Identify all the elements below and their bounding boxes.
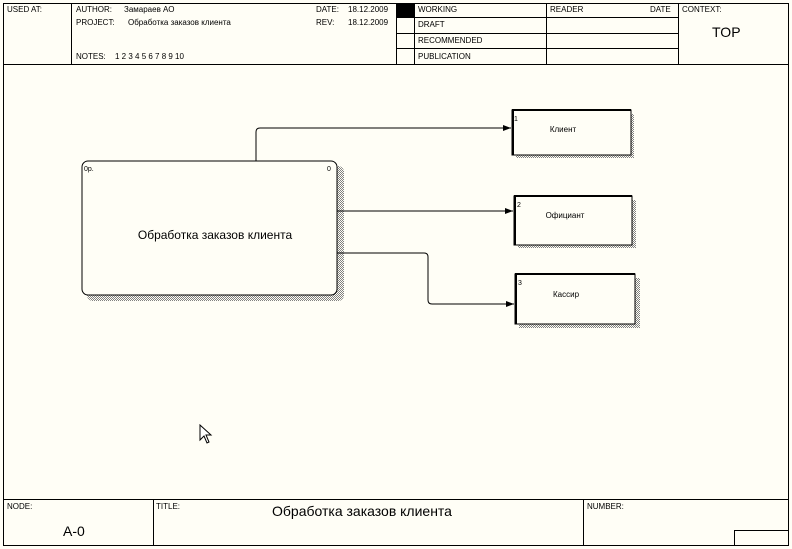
entity-box-2[interactable] [513,195,636,248]
reader-date-label: DATE [650,5,671,14]
rev-value: 18.12.2009 [348,18,389,27]
entity-2-label: Официант [546,211,585,220]
node-value: A-0 [63,523,85,539]
status-recommended[interactable]: RECOMMENDED [418,36,483,45]
footer-col-2 [583,499,584,546]
header-col-2 [396,3,397,65]
node-label: NODE: [7,502,33,511]
header-col-5 [678,3,679,65]
arrow-to-entity-3 [337,252,514,307]
project-value: Обработка заказов клиента [128,18,231,27]
status-row-line-2 [396,33,678,34]
entity-2-number: 2 [517,202,521,209]
status-publication[interactable]: PUBLICATION [418,52,471,61]
footer-divider [3,499,789,500]
status-working-marker [397,4,414,17]
date-value: 18.12.2009 [348,5,389,14]
entity-box-1[interactable] [511,109,634,158]
frame-bottom [3,545,789,546]
diagram-title: Обработка заказов клиента [272,503,452,519]
rev-label: REV: [316,18,335,27]
arrow-to-entity-1 [255,125,511,161]
status-draft[interactable]: DRAFT [418,20,445,29]
header-col-4 [546,3,547,65]
date-label: DATE: [316,5,339,14]
main-box-number: 0 [327,166,331,173]
author-label: AUTHOR: [76,5,112,14]
title-label: TITLE: [156,502,181,511]
main-box-cost: 0р. [84,166,94,173]
entity-3-number: 3 [518,280,522,287]
reader-label: READER [550,5,584,14]
author-value: Замараев АО [124,5,175,14]
footer-small-box-left [734,530,735,546]
footer-col-1 [153,499,154,546]
footer-small-box-top [734,530,789,531]
status-working[interactable]: WORKING [418,5,458,14]
frame-right [788,3,789,546]
notes-label: NOTES: [76,52,106,61]
notes-values: 1 2 3 4 5 6 7 8 9 10 [115,52,184,61]
header-col-3 [414,3,415,65]
mouse-cursor-icon [199,424,213,444]
entity-box-3[interactable] [514,273,640,328]
frame-left [3,3,4,546]
entity-1-label: Клиент [550,125,577,134]
entity-3-label: Кассир [553,290,580,299]
project-label: PROJECT: [76,18,115,27]
main-box-label: Обработка заказов клиента [138,228,293,242]
number-label: NUMBER: [587,502,624,511]
context-value: TOP [712,24,741,40]
status-row-line-1 [396,17,678,18]
status-row-line-3 [396,48,678,49]
header-col-1 [71,3,72,65]
main-activity-box[interactable] [81,160,344,301]
context-label: CONTEXT: [682,5,722,14]
used-at-label: USED AT: [7,5,42,14]
entity-1-number: 1 [514,116,518,123]
